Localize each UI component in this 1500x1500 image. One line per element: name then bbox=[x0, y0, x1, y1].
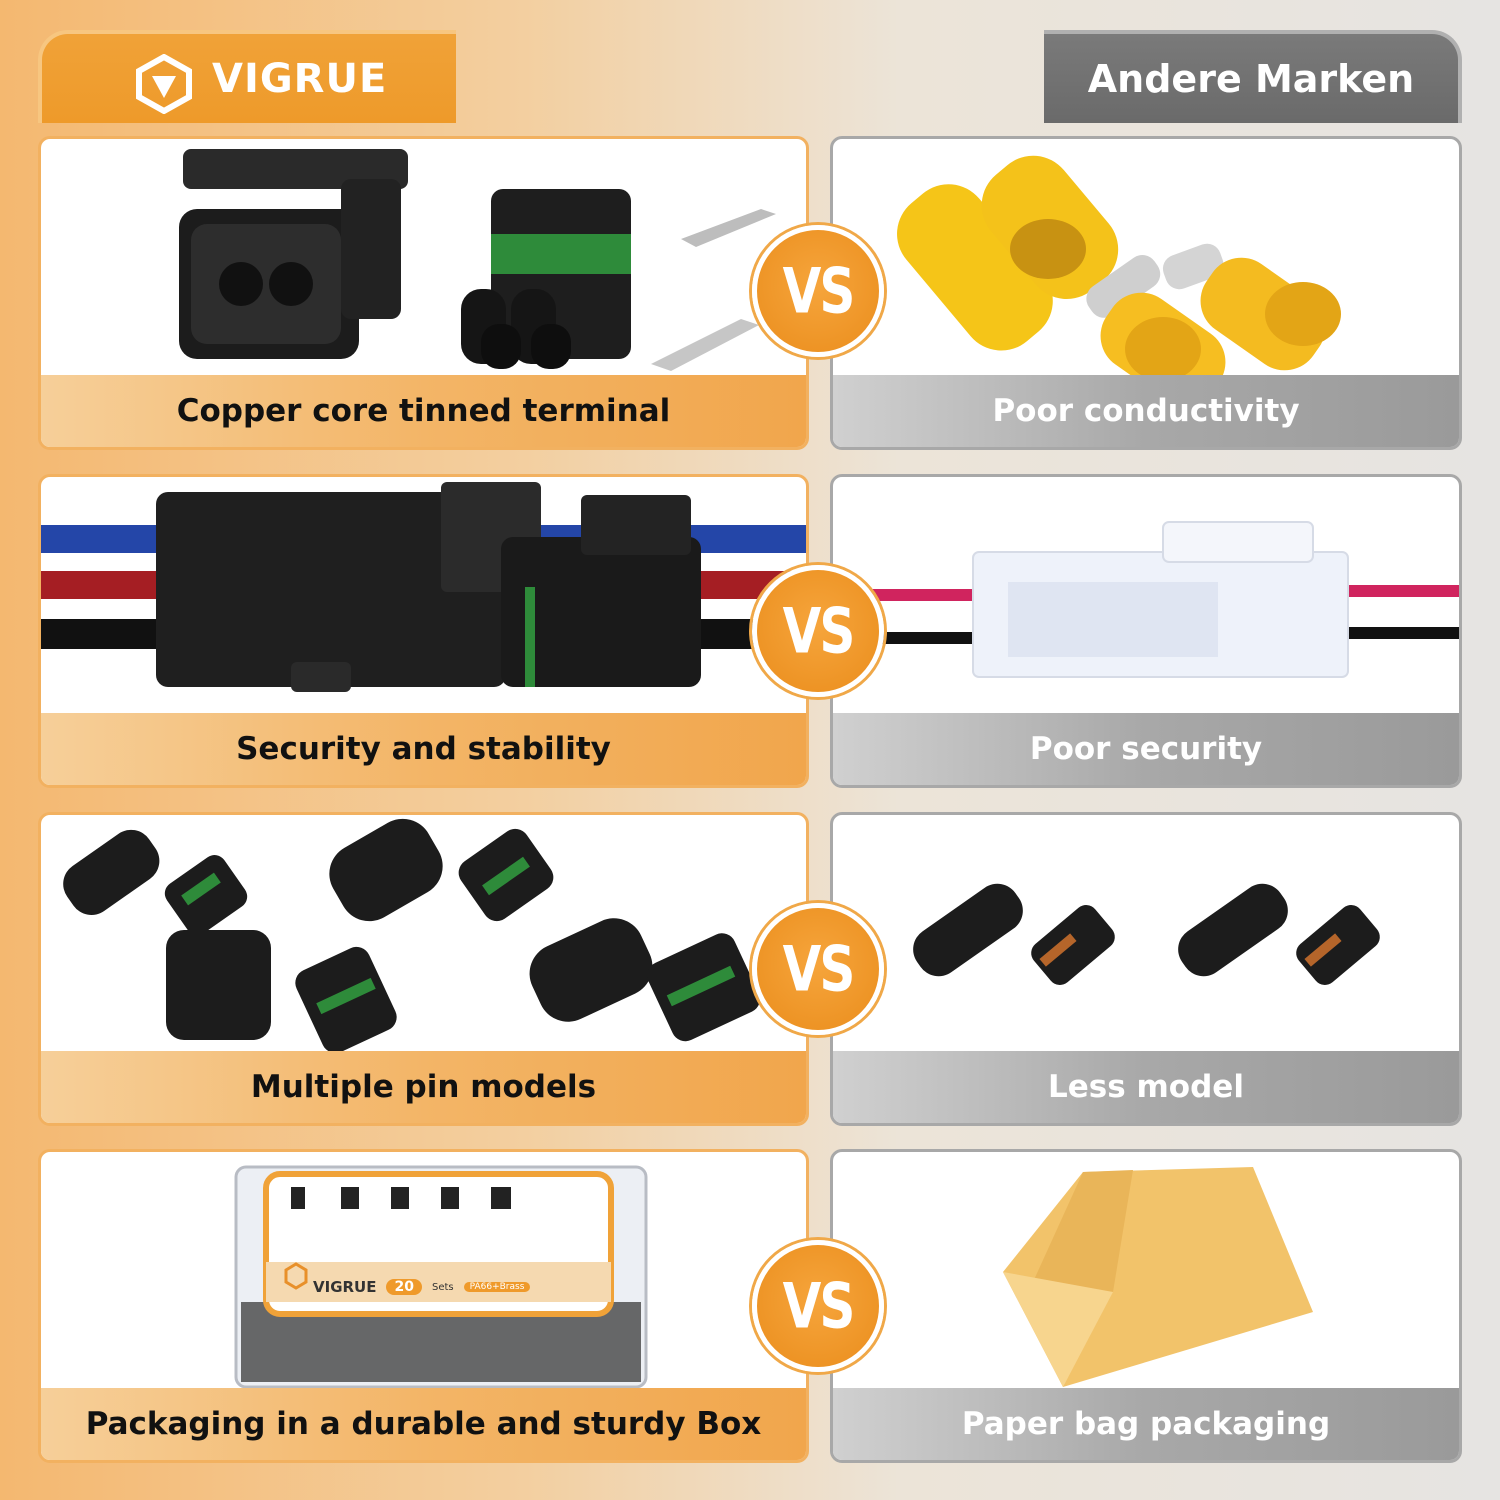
box-label-unit: Sets bbox=[431, 1281, 454, 1293]
connector-terminal-image bbox=[41, 139, 806, 375]
vigrue-panel-security: Security and stability bbox=[38, 474, 809, 788]
vs-badge: VS bbox=[752, 1240, 884, 1372]
caption-poor-conductivity: Poor conductivity bbox=[833, 375, 1459, 447]
bullet-terminal-image bbox=[833, 139, 1459, 379]
vs-label: VS bbox=[782, 594, 856, 668]
box-label-material: PA66+Brass bbox=[463, 1282, 531, 1292]
caption-durable-box: Packaging in a durable and sturdy Box bbox=[41, 1388, 806, 1460]
plastic-connector-image bbox=[833, 477, 1459, 713]
vigrue-panel-models: Multiple pin models bbox=[38, 812, 809, 1126]
other-panel-packaging: Paper bag packaging bbox=[830, 1149, 1462, 1463]
box-label-count: 20 bbox=[386, 1279, 422, 1295]
single-pin-connectors-image bbox=[833, 815, 1459, 1051]
caption-poor-security: Poor security bbox=[833, 713, 1459, 785]
vigrue-panel-conductivity: Copper core tinned terminal bbox=[38, 136, 809, 450]
other-brands-header-tab: Andere Marken bbox=[1044, 30, 1462, 123]
vs-label: VS bbox=[782, 1269, 856, 1343]
caption-paper-bag: Paper bag packaging bbox=[833, 1388, 1459, 1460]
mated-connector-image bbox=[41, 477, 806, 713]
caption-less-model: Less model bbox=[833, 1051, 1459, 1123]
other-panel-security: Poor security bbox=[830, 474, 1462, 788]
vs-badge: VS bbox=[752, 903, 884, 1035]
vs-label: VS bbox=[782, 932, 856, 1006]
caption-multiple-pin-models: Multiple pin models bbox=[41, 1051, 806, 1123]
caption-copper-core: Copper core tinned terminal bbox=[41, 375, 806, 447]
vigrue-logo-icon bbox=[136, 54, 192, 114]
vs-badge: VS bbox=[752, 225, 884, 357]
brand-name: VIGRUE bbox=[212, 55, 388, 102]
multi-pin-connectors-image bbox=[41, 815, 806, 1054]
box-label: VIGRUE 20 Sets PA66+Brass bbox=[313, 1278, 531, 1296]
other-panel-conductivity: Poor conductivity bbox=[830, 136, 1462, 450]
vs-badge: VS bbox=[752, 565, 884, 697]
box-label-brand: VIGRUE bbox=[313, 1278, 377, 1296]
storage-box-image bbox=[41, 1152, 806, 1389]
other-brands-title: Andere Marken bbox=[1087, 56, 1415, 101]
other-panel-models: Less model bbox=[830, 812, 1462, 1126]
vigrue-panel-packaging: Packaging in a durable and sturdy Box VI… bbox=[38, 1149, 809, 1463]
brand-header-tab: VIGRUE bbox=[38, 30, 456, 123]
paper-bag-image bbox=[833, 1152, 1459, 1388]
caption-security-stability: Security and stability bbox=[41, 713, 806, 785]
vs-label: VS bbox=[782, 254, 856, 328]
